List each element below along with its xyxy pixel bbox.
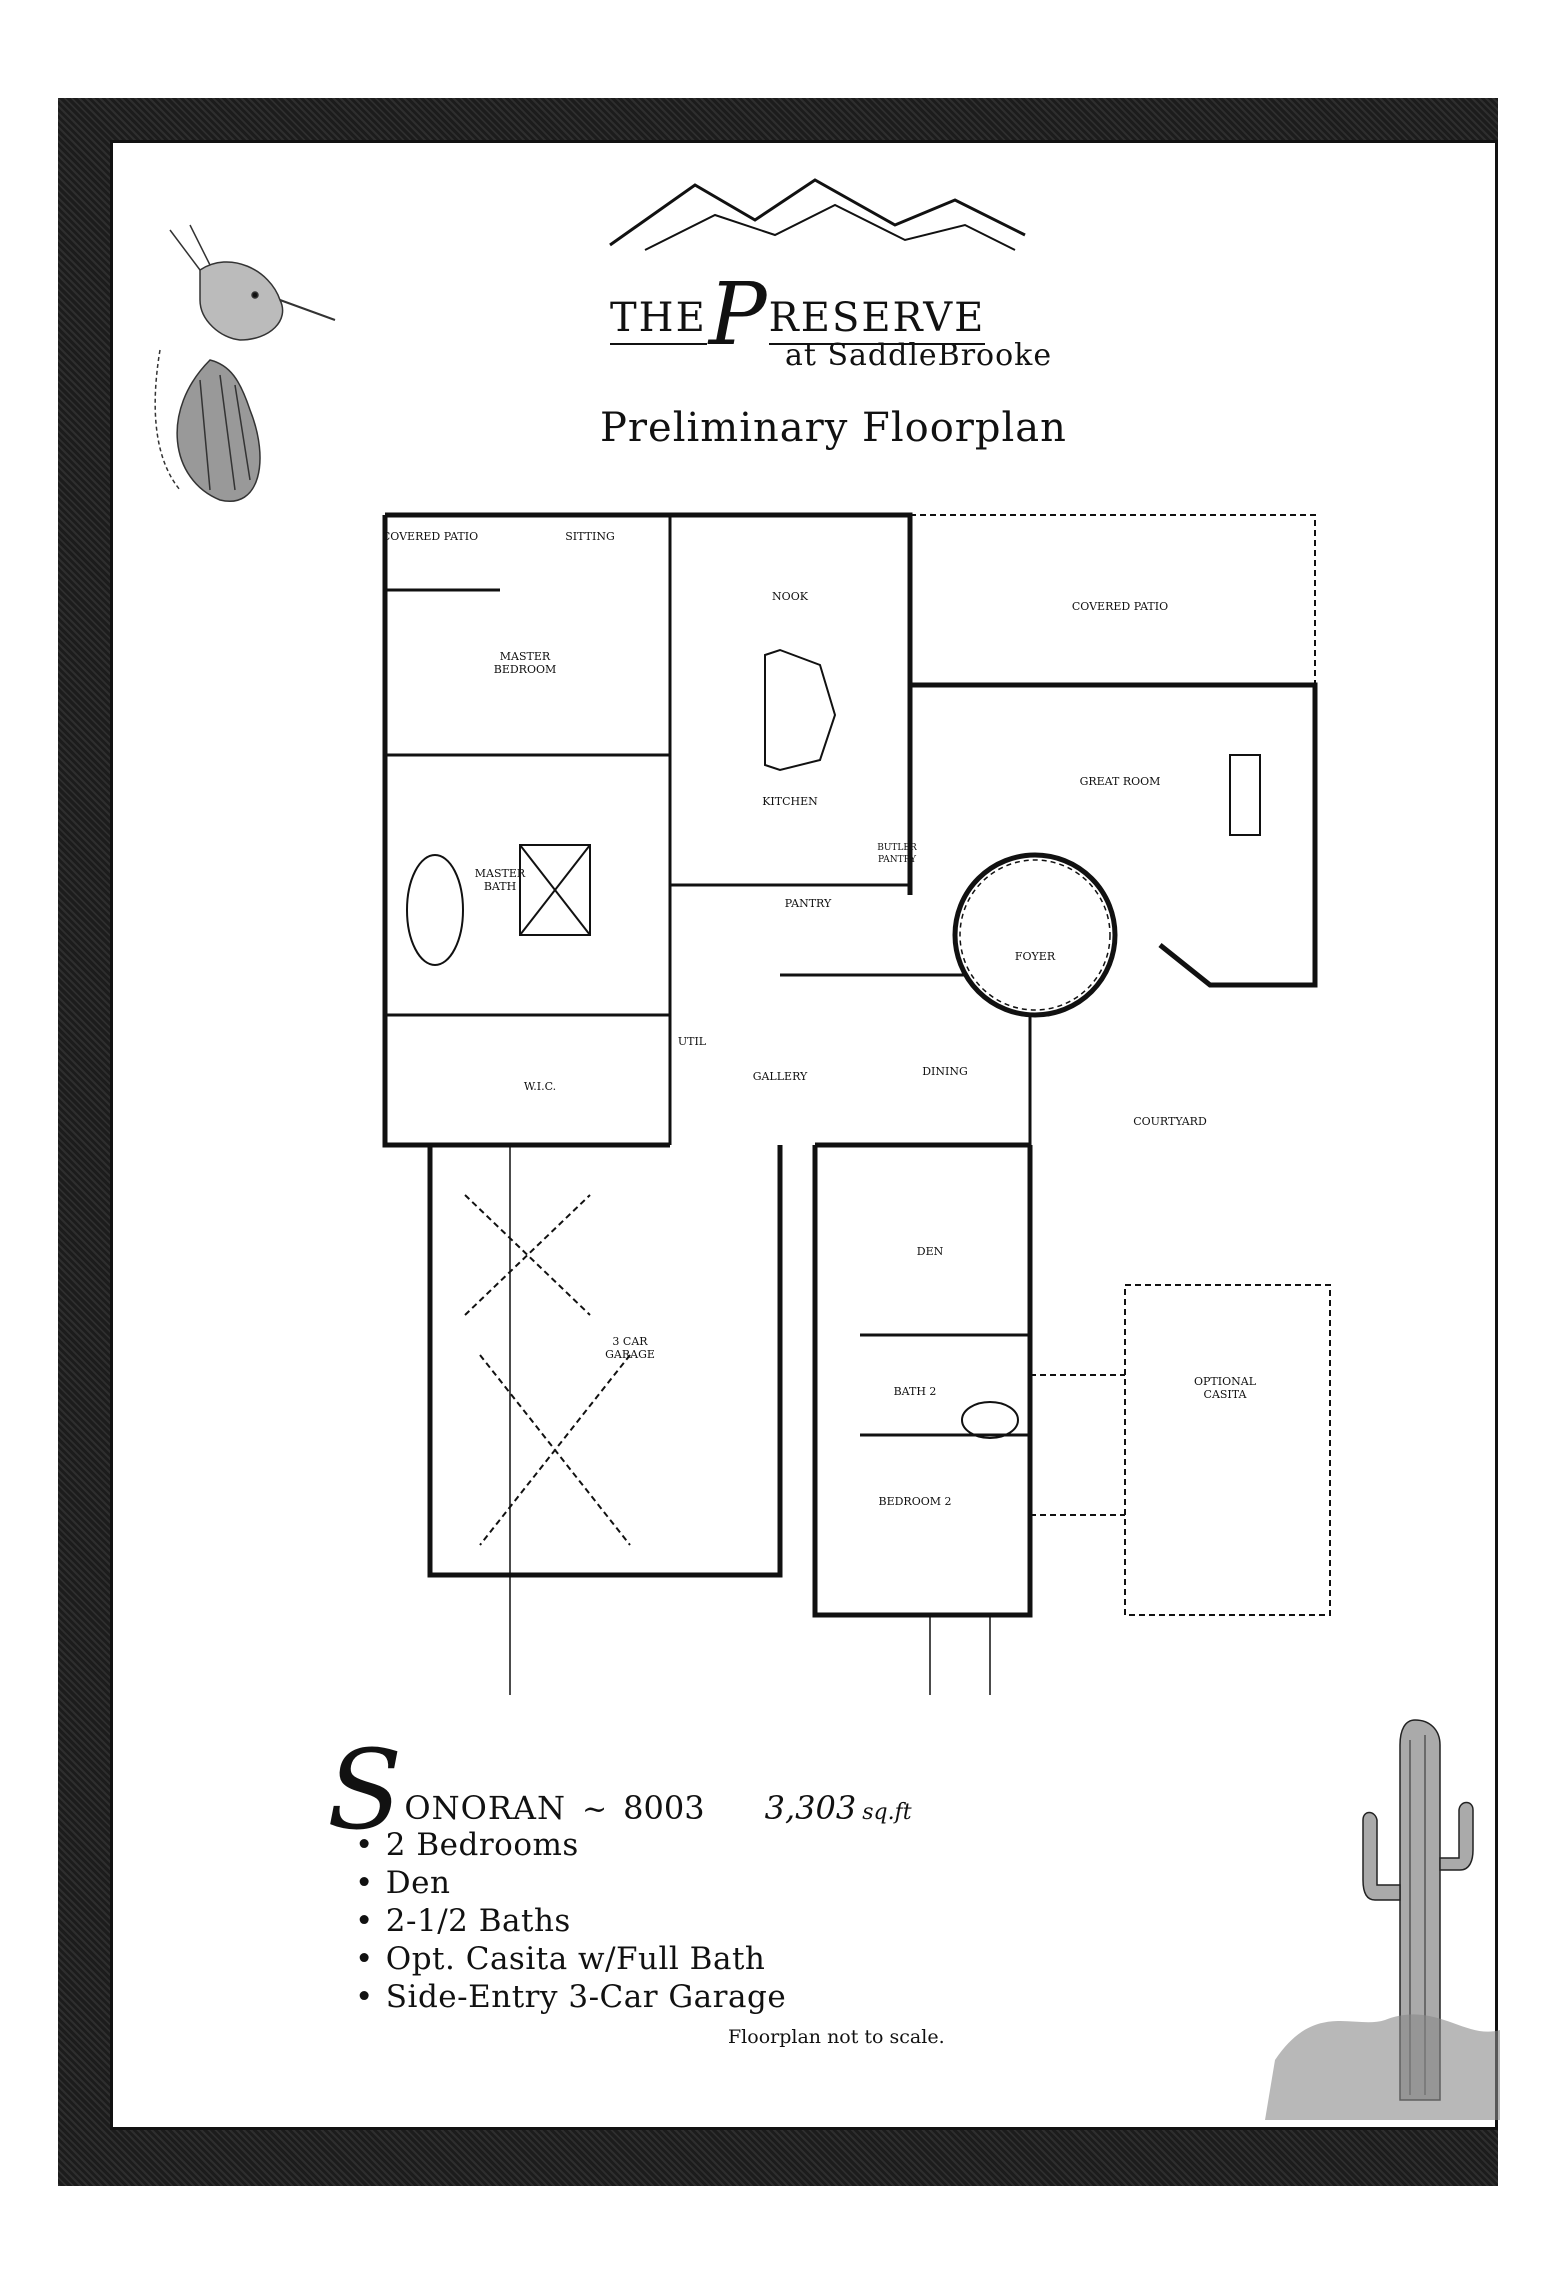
room-dining: DINING <box>922 1065 968 1078</box>
room-util: UTIL <box>678 1035 707 1048</box>
room-foyer: FOYER <box>1015 950 1056 963</box>
room-bedroom2: BEDROOM 2 <box>878 1495 951 1508</box>
room-kitchen: KITCHEN <box>762 795 818 808</box>
feature-item: Side-Entry 3-Car Garage <box>355 1978 786 2016</box>
room-great-room: GREAT ROOM <box>1080 775 1161 788</box>
brand-p-initial: P <box>708 265 767 365</box>
brand-subtitle: at SaddleBrooke <box>785 338 1053 373</box>
floorplan-drawing: COVERED PATIO SITTING MASTER BEDROOM NOO… <box>382 512 1331 1695</box>
room-garage-2: GARAGE <box>605 1348 655 1361</box>
feature-item: Opt. Casita w/Full Bath <box>355 1940 786 1978</box>
room-nook: NOOK <box>772 590 809 603</box>
features-list: 2 Bedrooms Den 2-1/2 Baths Opt. Casita w… <box>355 1826 786 2016</box>
brand-reserve: RESERVE <box>768 295 986 345</box>
model-initial: S <box>327 1726 403 1854</box>
room-covered-patio-left: COVERED PATIO <box>382 530 478 543</box>
saguaro-cactus-illustration <box>1265 1719 1500 2120</box>
room-pantry: PANTRY <box>785 897 832 910</box>
room-optional-casita-2: CASITA <box>1204 1388 1248 1401</box>
room-master-bath-2: BATH <box>484 880 516 893</box>
room-butler-pantry-2: PANTRY <box>878 855 917 865</box>
room-master-bedroom-2: BEDROOM <box>494 663 557 676</box>
room-butler-pantry-1: BUTLER <box>877 843 917 853</box>
mountain-logo <box>609 178 1026 251</box>
room-optional-casita-1: OPTIONAL <box>1194 1375 1257 1388</box>
model-sqft-unit: sq.ft <box>862 1800 912 1825</box>
room-covered-patio-right: COVERED PATIO <box>1072 600 1168 613</box>
model-number: 8003 <box>623 1789 705 1827</box>
brand-wordmark: THE P RESERVE <box>610 265 1035 365</box>
feature-item: 2-1/2 Baths <box>355 1902 786 1940</box>
page-border-inner <box>110 140 1498 2130</box>
footnote: Floorplan not to scale. <box>728 2026 945 2048</box>
room-garage-1: 3 CAR <box>612 1335 648 1348</box>
room-courtyard: COURTYARD <box>1133 1115 1207 1128</box>
feature-item: Den <box>355 1864 786 1902</box>
room-gallery: GALLERY <box>753 1070 808 1083</box>
room-master-bedroom-1: MASTER <box>500 650 551 663</box>
cactus-wren-illustration <box>154 224 336 503</box>
room-sitting: SITTING <box>565 530 615 543</box>
brand-the: THE <box>610 295 707 345</box>
model-separator: ~ <box>582 1792 608 1827</box>
room-den: DEN <box>917 1245 944 1258</box>
room-wic: W.I.C. <box>524 1080 556 1093</box>
model-sqft-value: 3,303 <box>764 1789 857 1827</box>
room-bath2: BATH 2 <box>894 1385 937 1398</box>
room-master-bath-1: MASTER <box>475 867 526 880</box>
feature-item: 2 Bedrooms <box>355 1826 786 1864</box>
page-title: Preliminary Floorplan <box>600 405 1067 451</box>
model-name: ONORAN <box>404 1789 567 1827</box>
